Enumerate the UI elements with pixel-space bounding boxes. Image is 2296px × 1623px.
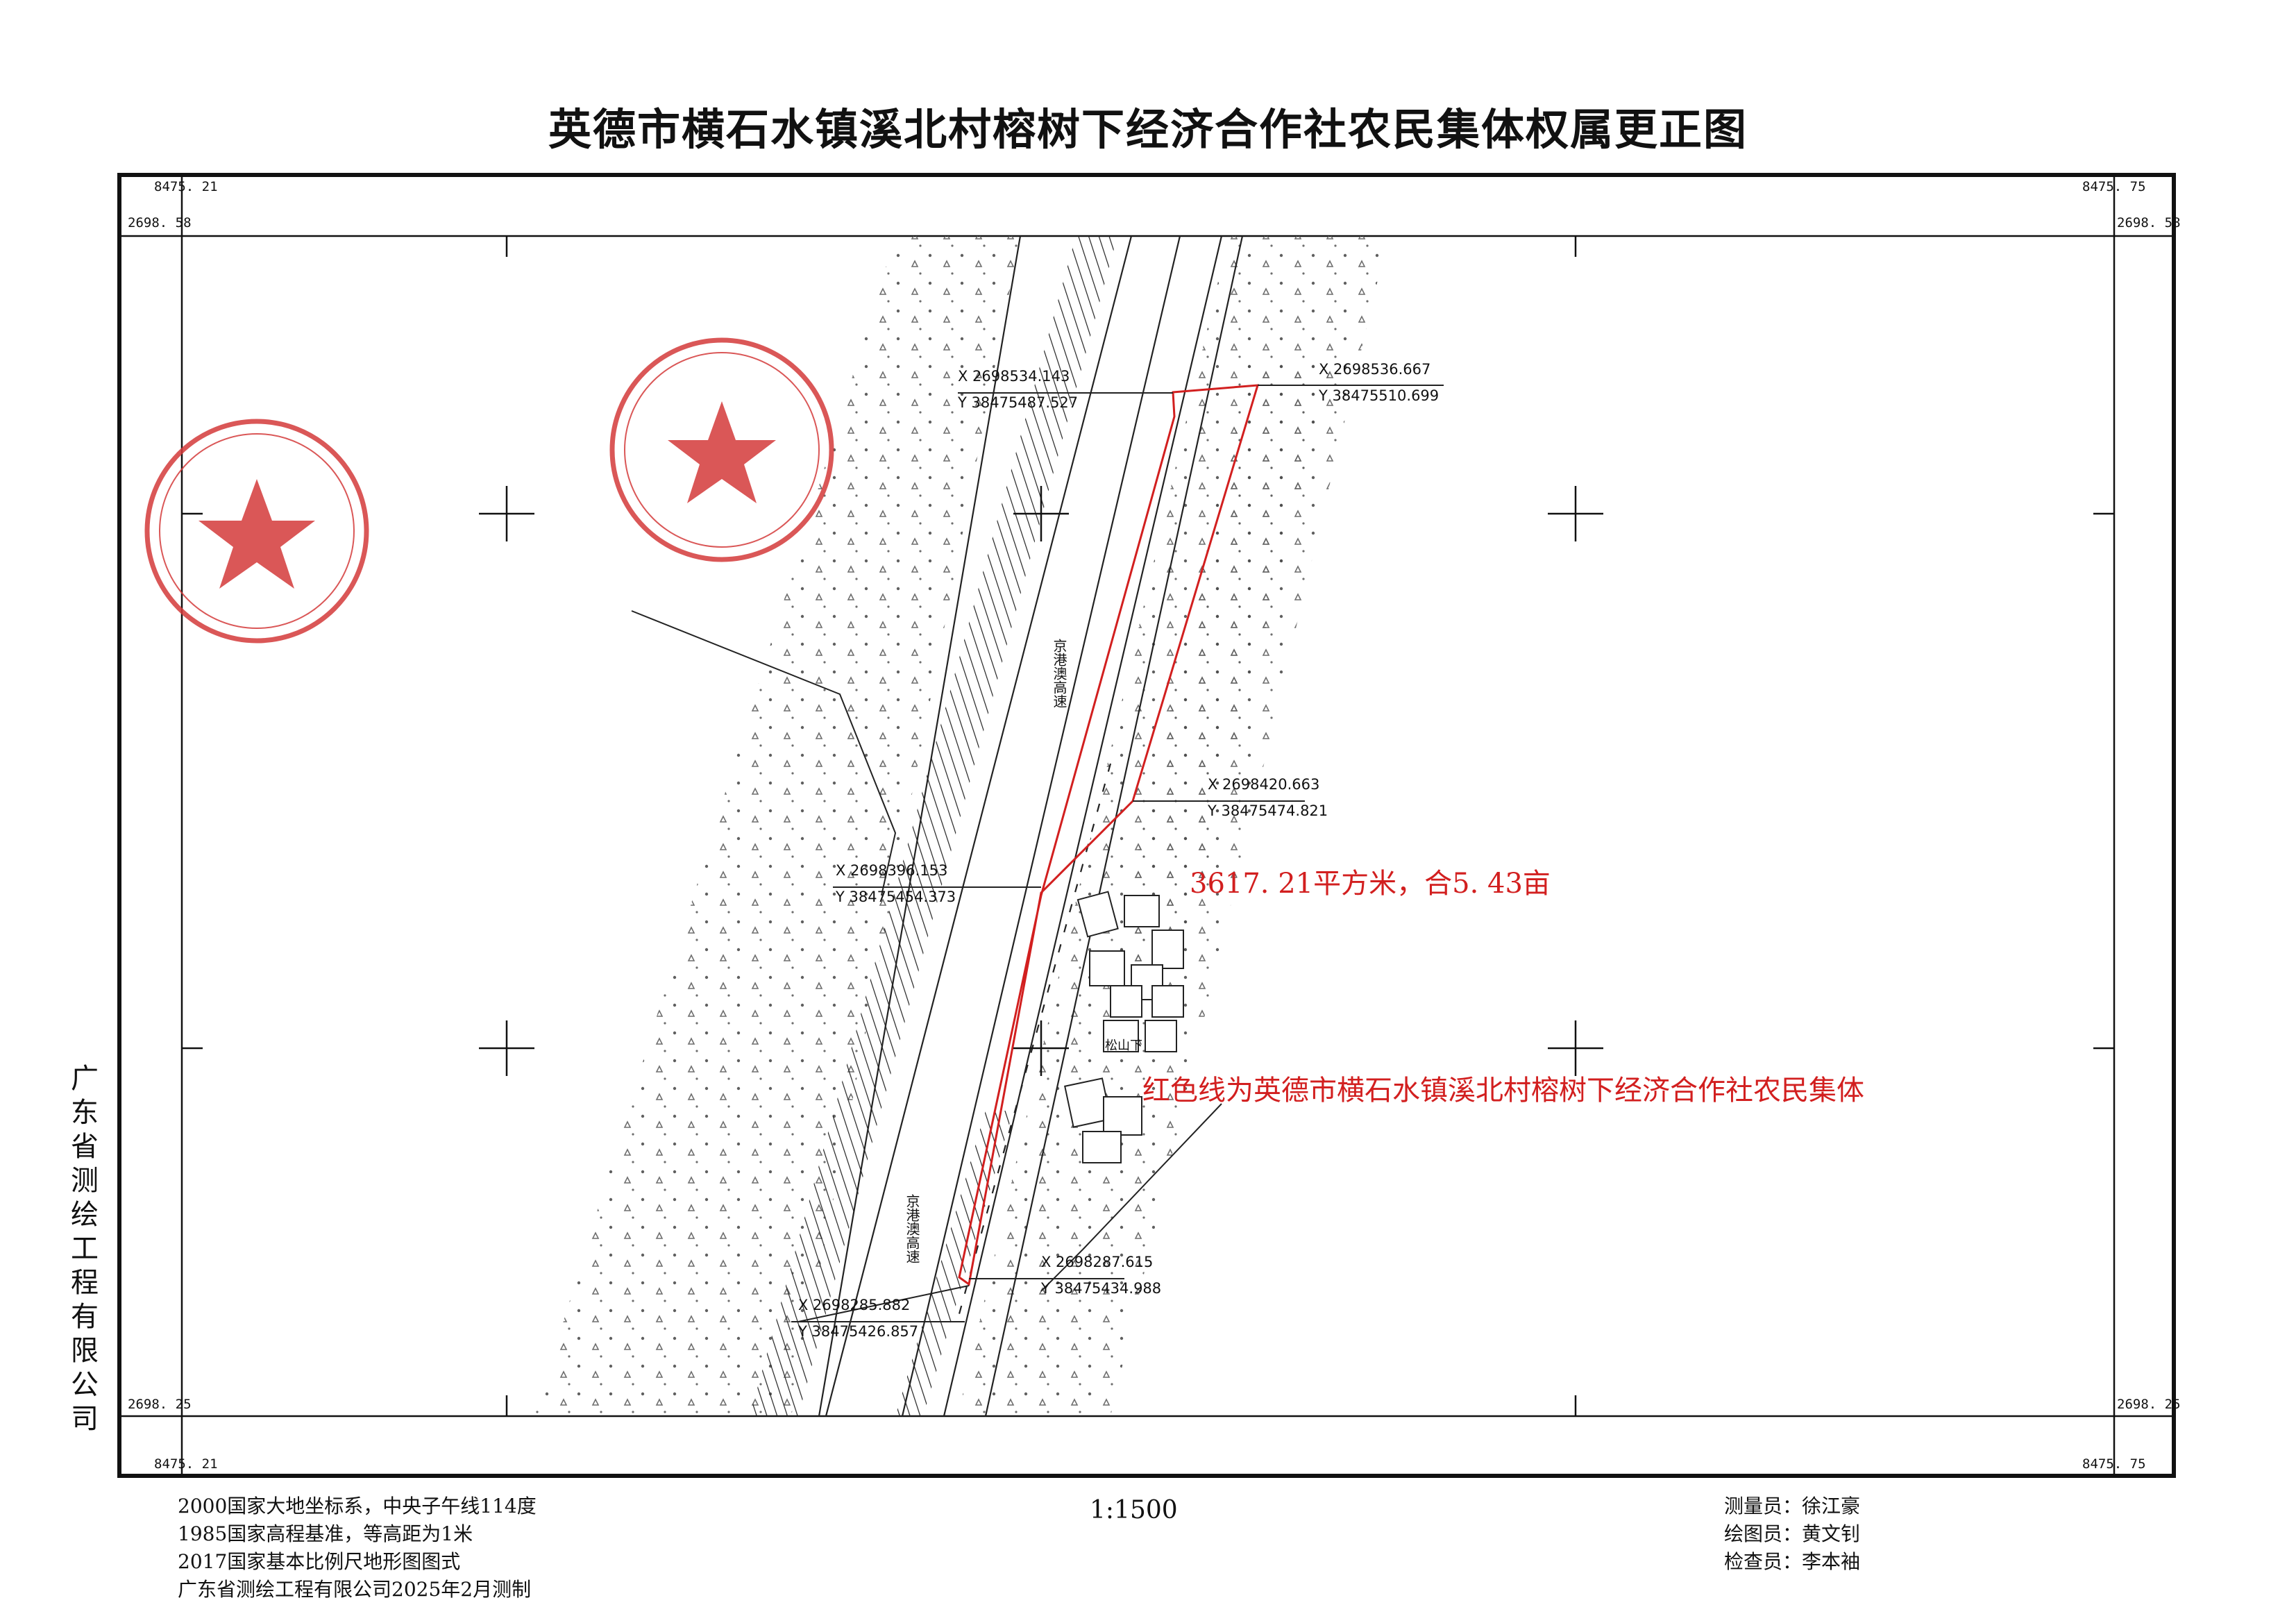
village-stamp-seal — [144, 419, 369, 644]
terrain-far-east — [1111, 361, 1333, 972]
note-line: 广东省测绘工程有限公司2025年2月测制 — [178, 1578, 532, 1601]
grid-label-top-left-x: 8475. 21 — [154, 179, 218, 194]
coord-label-y: Y 38475487.527 — [958, 394, 1079, 411]
map-notes: 2000国家大地坐标系，中央子午线114度 1985国家高程基准，等高距为1米 … — [178, 1492, 537, 1604]
coord-label-y: Y 38475426.857 — [798, 1323, 919, 1340]
road-label: 京港澳高速 — [1051, 639, 1067, 708]
grid-label-top-left-y: 2698. 58 — [128, 215, 192, 230]
staff-line: 绘图员：黄文钊 — [1724, 1522, 1861, 1545]
note-line: 1985国家高程基准，等高距为1米 — [178, 1522, 473, 1545]
coord-label-y: Y 38475434.988 — [1041, 1280, 1162, 1297]
outer-frame — [117, 173, 2176, 1478]
coord-label-y: Y 38475454.373 — [836, 889, 956, 905]
map-scale: 1:1500 — [1090, 1496, 1178, 1524]
leader-lines — [631, 610, 1222, 1292]
grid-label-bottom-left-y: 2698. 25 — [128, 1397, 192, 1412]
embankment-east — [895, 1111, 1013, 1416]
terrain-west — [534, 236, 1020, 1416]
place-label: 松山下 — [1105, 1038, 1142, 1053]
grid-label-bottom-left-x: 8475. 21 — [154, 1456, 218, 1472]
red-boundary — [958, 384, 1260, 1286]
grid-crosses — [119, 175, 2174, 1476]
coord-label-x: X 2698287.615 — [1041, 1254, 1154, 1270]
coord-label-x: X 2698396.153 — [836, 862, 948, 879]
coord-label-y: Y 38475510.699 — [1319, 387, 1440, 404]
road-label: 京港澳高速 — [904, 1194, 920, 1263]
coord-label-x: X 2698534.143 — [958, 368, 1070, 385]
area-label: 3617. 21平方米，合5. 43亩 — [1190, 868, 1551, 900]
highway — [818, 236, 1244, 1416]
staff-list: 测量员：徐江豪 绘图员：黄文钊 检查员：李本袖 — [1724, 1492, 1860, 1576]
map-title: 英德市横石水镇溪北村榕树下经济合作社农民集体权属更正图 — [548, 104, 1748, 155]
buildings — [1064, 891, 1184, 1163]
coord-label-x: X 2698420.663 — [1208, 776, 1320, 793]
coord-label-x: X 2698285.882 — [798, 1297, 911, 1313]
coord-label-x: X 2698536.667 — [1319, 361, 1431, 378]
legend-label: 红色线为英德市横石水镇溪北村榕树下经济合作社农民集体 — [1142, 1075, 1864, 1107]
grid-label-bottom-right-y: 2698. 25 — [2117, 1397, 2181, 1412]
embankment-west — [750, 236, 1117, 1416]
inner-frame — [180, 235, 2116, 1418]
grid-label-top-right-x: 8475. 75 — [2082, 179, 2146, 194]
coord-leaders — [791, 385, 1444, 1322]
note-line: 2017国家基本比例尺地形图图式 — [178, 1550, 461, 1573]
staff-line: 检查员：李本袖 — [1724, 1550, 1861, 1573]
note-line: 2000国家大地坐标系，中央子午线114度 — [178, 1495, 537, 1517]
company-vertical-label: 广东省测绘工程有限公司 — [71, 1063, 99, 1435]
staff-line: 测量员：徐江豪 — [1724, 1495, 1861, 1517]
coord-label-y: Y 38475474.821 — [1208, 802, 1328, 819]
grid-label-top-right-y: 2698. 58 — [2117, 215, 2181, 230]
cooperative-stamp-seal — [609, 337, 834, 562]
grid-label-bottom-right-x: 8475. 75 — [2082, 1456, 2146, 1472]
